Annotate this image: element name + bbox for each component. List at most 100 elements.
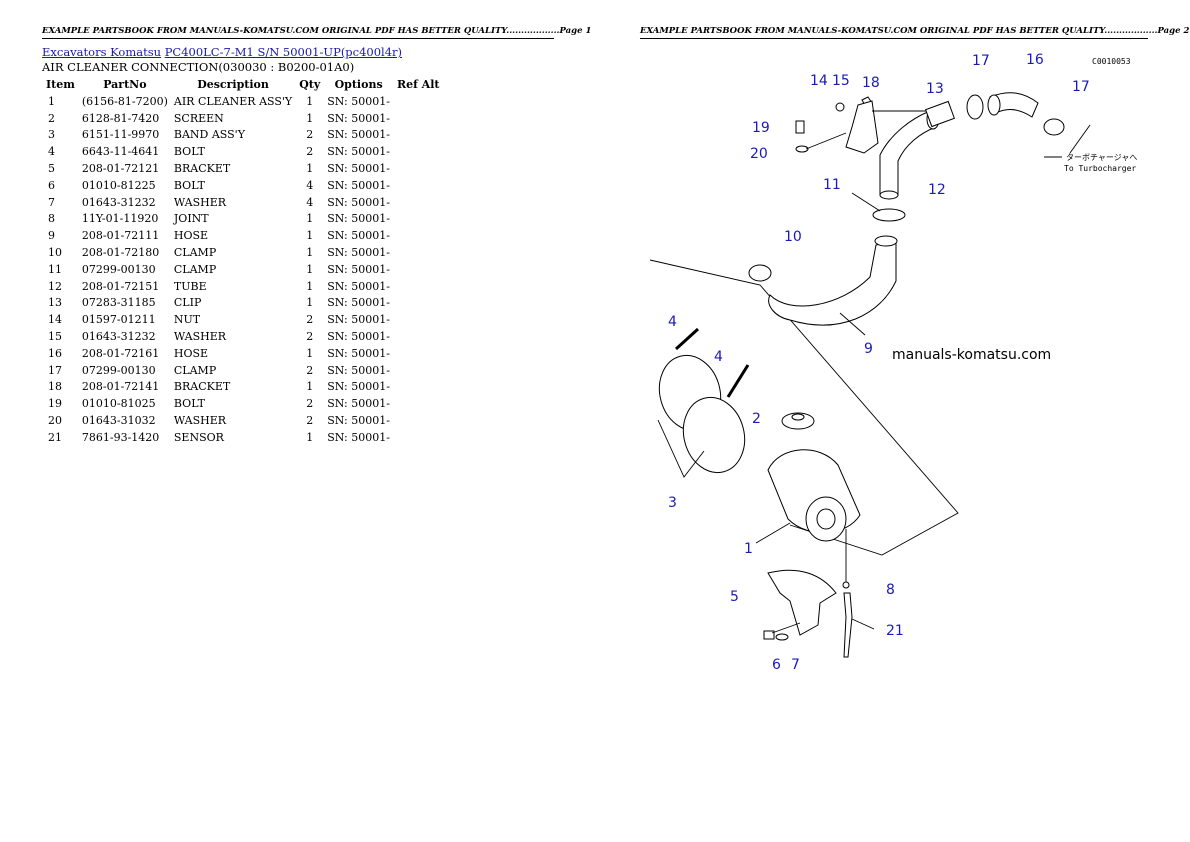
callout-19: 19 (752, 120, 770, 136)
cell-opt: SN: 50001- (327, 262, 390, 276)
cell-qty: 1 (306, 246, 314, 260)
cell-part: 01597-01211 (81, 313, 156, 327)
callout-17-right: 17 (1072, 79, 1090, 95)
clamp-part-b (1043, 118, 1065, 136)
washer-part-upper (795, 145, 809, 153)
cell-item: 21 (48, 430, 62, 444)
cell-qty: 1 (306, 94, 314, 108)
column-header-item: Item (46, 78, 75, 91)
page-header-left: EXAMPLE PARTSBOOK FROM MANUALS-KOMATSU.C… (42, 26, 591, 39)
callout-7: 7 (791, 657, 800, 673)
cell-opt: SN: 50001- (327, 346, 390, 360)
cell-item: 12 (48, 279, 62, 293)
cell-ref (393, 211, 444, 228)
cell-ref (393, 127, 444, 144)
cell-qty: 1 (306, 262, 314, 276)
cell-part: 07299-00130 (81, 363, 156, 377)
breadcrumb-model-link[interactable]: PC400LC-7-M1 S/N 50001-UP(pc400l4r) (164, 45, 403, 59)
cell-ref (393, 93, 444, 110)
turbo-note-jp: ターボチャージャへ (1066, 153, 1137, 162)
callout-4-right: 4 (714, 349, 723, 365)
figure-code: C0010053 (1092, 57, 1131, 66)
turbo-leader (1069, 124, 1091, 154)
cell-item: 15 (48, 330, 62, 344)
callout-15: 15 (832, 73, 850, 89)
cell-qty: 1 (306, 296, 314, 310)
cell-desc: CLAMP (173, 262, 217, 276)
sensor-leader (851, 618, 875, 630)
cell-opt: SN: 50001- (327, 212, 390, 226)
cell-part: 208-01-72161 (81, 346, 160, 360)
cell-qty: 2 (306, 330, 314, 344)
cell-ref (393, 429, 444, 446)
cell-qty: 2 (306, 363, 314, 377)
hose-part-upper (989, 92, 1039, 118)
bracket-part (845, 100, 879, 154)
callout-5: 5 (730, 589, 739, 605)
hose-part-lower (768, 240, 897, 326)
cell-desc: BOLT (173, 397, 205, 411)
callout-6: 6 (772, 657, 781, 673)
cell-item: 7 (48, 195, 55, 209)
cell-desc: NUT (173, 313, 201, 327)
cell-desc: AIR CLEANER ASS'Y (173, 94, 293, 108)
watermark-text: manuals-komatsu.com (892, 347, 1051, 363)
cell-part: 07299-00130 (81, 262, 156, 276)
cell-qty: 1 (306, 380, 314, 394)
callout-11: 11 (823, 177, 841, 193)
cell-part: 6643-11-4641 (81, 145, 160, 159)
cell-ref (393, 194, 444, 211)
breadcrumb: Excavators Komatsu PC400LC-7-M1 S/N 5000… (42, 45, 402, 59)
cell-qty: 2 (306, 414, 314, 428)
cell-item: 19 (48, 397, 62, 411)
breadcrumb-category-link[interactable]: Excavators Komatsu (42, 45, 162, 59)
cell-ref (393, 110, 444, 127)
cell-part: 208-01-72141 (81, 380, 160, 394)
cell-item: 18 (48, 380, 62, 394)
cell-ref (393, 261, 444, 278)
cell-opt: SN: 50001- (327, 430, 390, 444)
cell-part: 01010-81025 (81, 397, 156, 411)
cell-item: 5 (48, 162, 55, 176)
cell-qty: 1 (306, 430, 314, 444)
cell-item: 1 (48, 94, 55, 108)
cell-item: 4 (48, 145, 55, 159)
callout-20: 20 (750, 146, 768, 162)
cell-part: 01643-31232 (81, 195, 156, 209)
cell-desc: JOINT (173, 212, 209, 226)
cell-opt: SN: 50001- (327, 330, 390, 344)
hose-leader (839, 312, 866, 336)
cell-part: 208-01-72111 (81, 229, 160, 243)
washer-part-lower (775, 633, 789, 641)
cell-item: 6 (48, 178, 55, 192)
parts-table: Item PartNo Description Qty Options Ref … (42, 76, 443, 446)
turbo-note-en: To Turbocharger (1064, 164, 1136, 173)
cell-ref (393, 295, 444, 312)
cell-part: 6151-11-9970 (81, 128, 160, 142)
callout-9: 9 (864, 341, 873, 357)
cell-part: 6128-81-7420 (81, 111, 160, 125)
cell-item: 13 (48, 296, 62, 310)
cell-part: (6156-81-7200) (81, 94, 168, 108)
callout-8: 8 (886, 582, 895, 598)
band-leader (657, 419, 705, 478)
cell-qty: 4 (306, 195, 314, 209)
cell-part: 208-01-72151 (81, 279, 160, 293)
column-header-partno: PartNo (103, 78, 147, 91)
cell-part: 7861-93-1420 (81, 430, 160, 444)
callout-12: 12 (928, 182, 946, 198)
cell-desc: SCREEN (173, 111, 224, 125)
callout-2: 2 (752, 411, 761, 427)
cell-opt: SN: 50001- (327, 380, 390, 394)
